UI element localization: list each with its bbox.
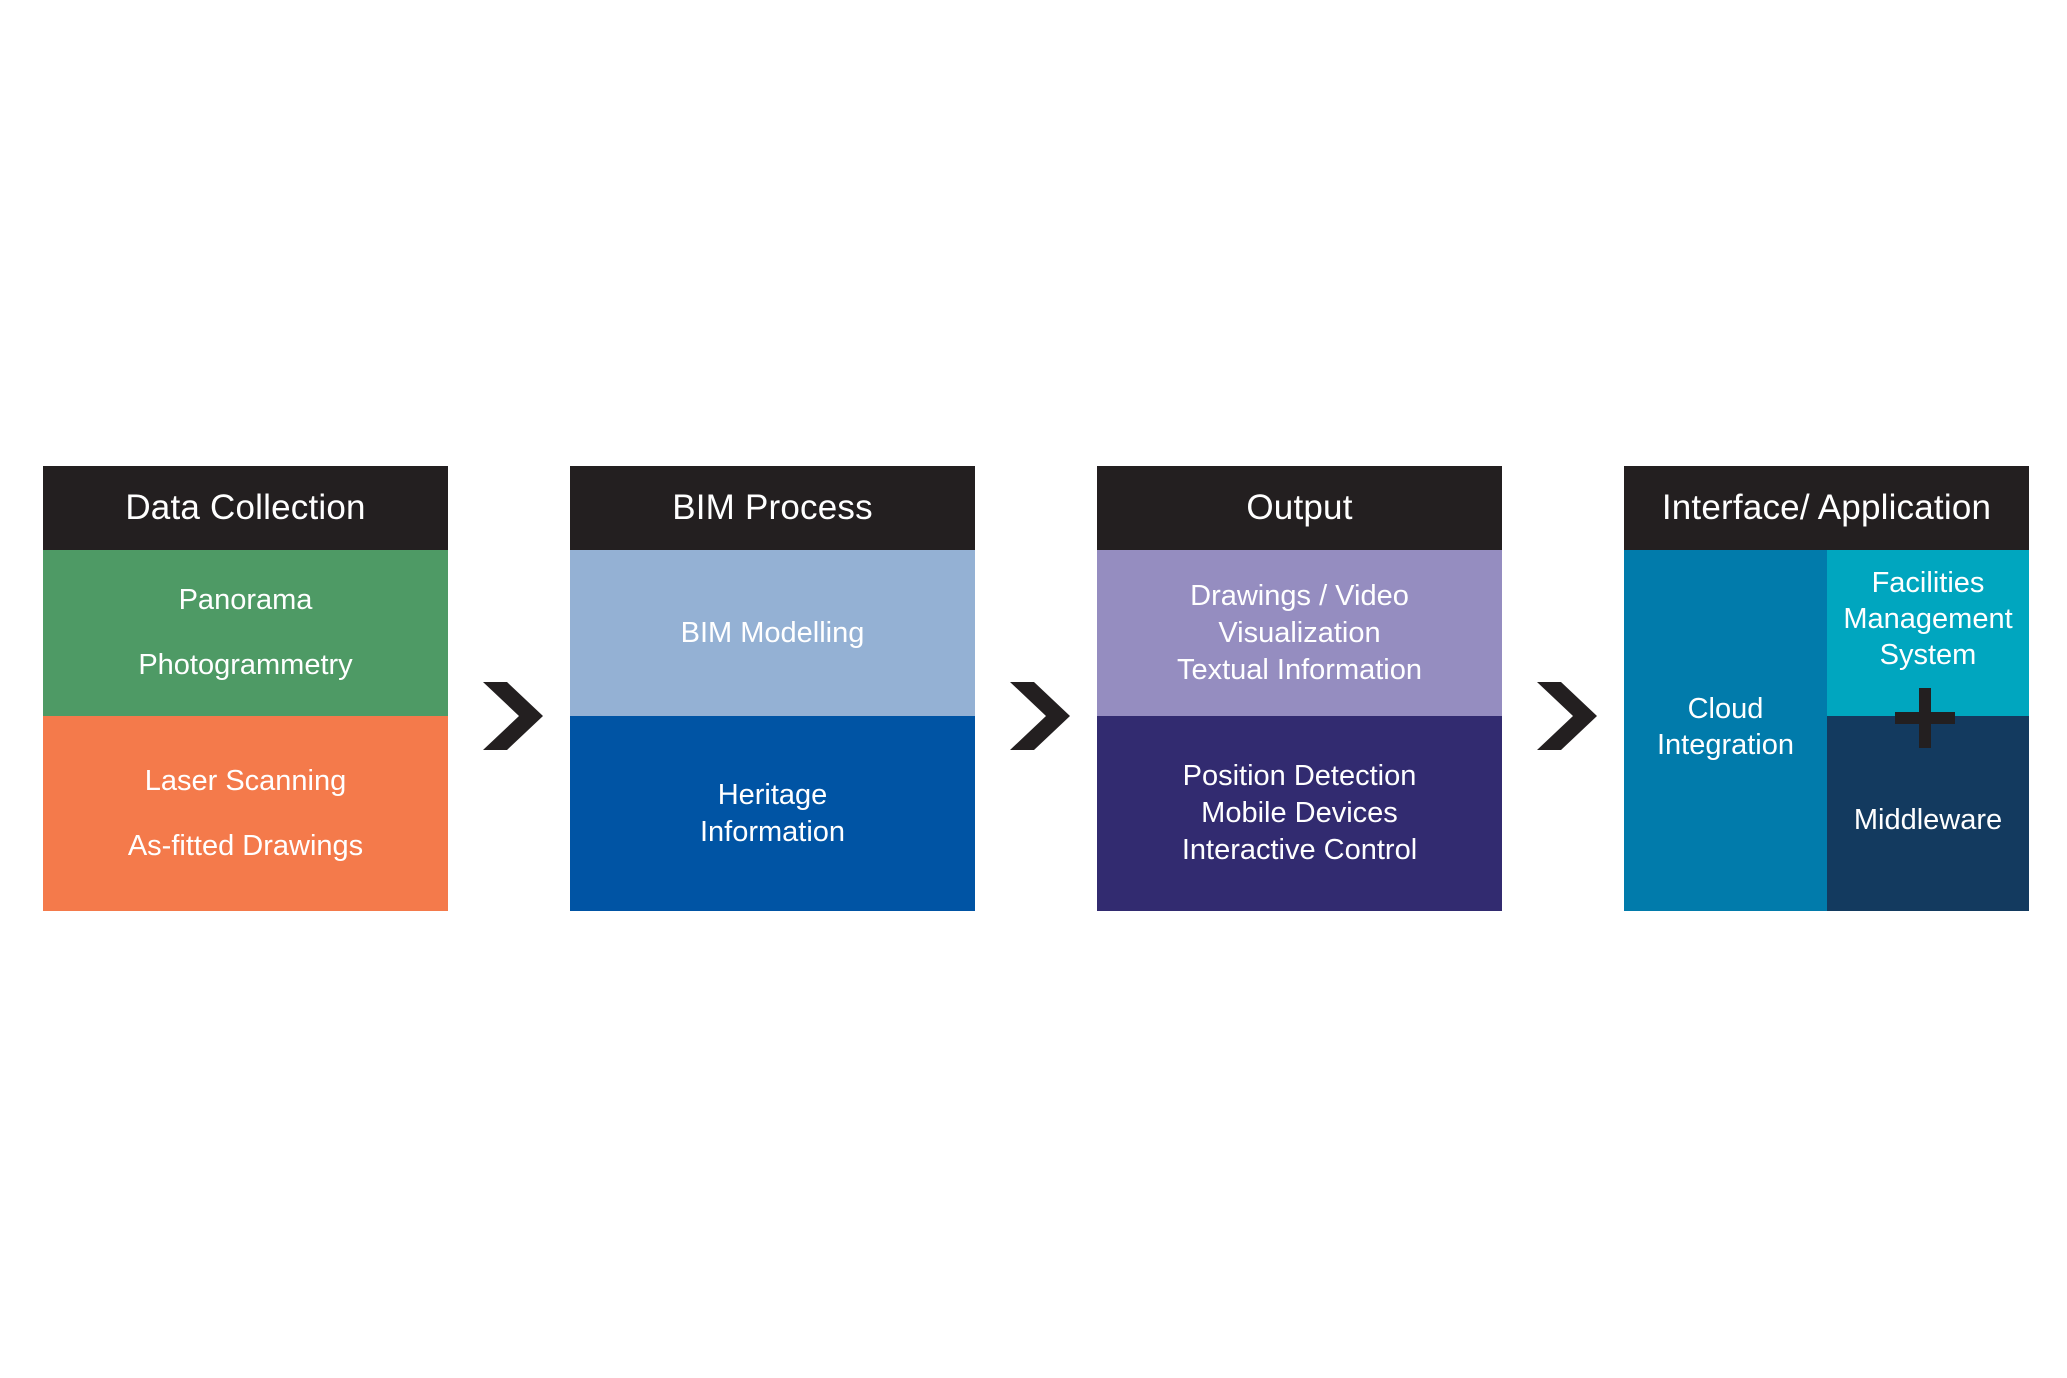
panel-line: Textual Information	[1176, 653, 1422, 686]
panel-line: Position Detection	[1182, 760, 1417, 792]
panel-line: Cloud	[1687, 692, 1764, 725]
column-header: Interface/ Application	[1624, 466, 2029, 550]
panel-line: Panorama	[178, 584, 313, 616]
panel-line: Integration	[1656, 728, 1795, 761]
panel-line: BIM Modelling	[680, 616, 865, 649]
panel-cloud-integration: Cloud Integration	[1624, 550, 1827, 911]
panel-line: Information	[699, 815, 846, 848]
panel-drawings-visualization: Drawings / Video Visualization Textual I…	[1097, 550, 1502, 716]
panel-bim-modelling: BIM Modelling	[570, 550, 975, 716]
panel-line: Heritage	[717, 778, 828, 811]
panel-panorama-photogrammetry: Panorama Photogrammetry	[43, 550, 448, 716]
column-output: Output Drawings / Video Visualization Te…	[1097, 466, 1502, 911]
panel-line: System	[1879, 639, 1977, 671]
panel-line: Interactive Control	[1181, 834, 1418, 866]
panel-laser-scanning-drawings: Laser Scanning As-fitted Drawings	[43, 716, 448, 911]
panel-line: Photogrammetry	[138, 649, 353, 681]
panel-line: Mobile Devices	[1201, 797, 1398, 829]
column-bim-process: BIM Process BIM Modelling Heritage Infor…	[570, 466, 975, 911]
panel-position-detection: Position Detection Mobile Devices Intera…	[1097, 716, 1502, 911]
panel-line: As-fitted Drawings	[127, 829, 364, 862]
column-interface-application: Interface/ Application Cloud Integration…	[1624, 466, 2029, 911]
panel-line: Visualization	[1218, 616, 1381, 649]
column-header: Output	[1097, 466, 1502, 550]
panel-line: Management	[1843, 603, 2013, 635]
panel-heritage-information: Heritage Information	[570, 716, 975, 911]
panel-line: Middleware	[1853, 803, 2003, 836]
chevron-right-icon	[483, 682, 543, 750]
chevron-right-icon	[1537, 682, 1597, 750]
panel-line: Facilities	[1871, 567, 1985, 599]
panel-line: Drawings / Video	[1190, 579, 1409, 612]
chevron-right-icon	[1010, 682, 1070, 750]
column-header: BIM Process	[570, 466, 975, 550]
column-header: Data Collection	[43, 466, 448, 550]
panel-middleware: Middleware	[1827, 716, 2029, 911]
plus-icon	[1895, 688, 1955, 748]
panel-line: Laser Scanning	[144, 764, 347, 797]
column-data-collection: Data Collection Panorama Photogrammetry …	[43, 466, 448, 911]
